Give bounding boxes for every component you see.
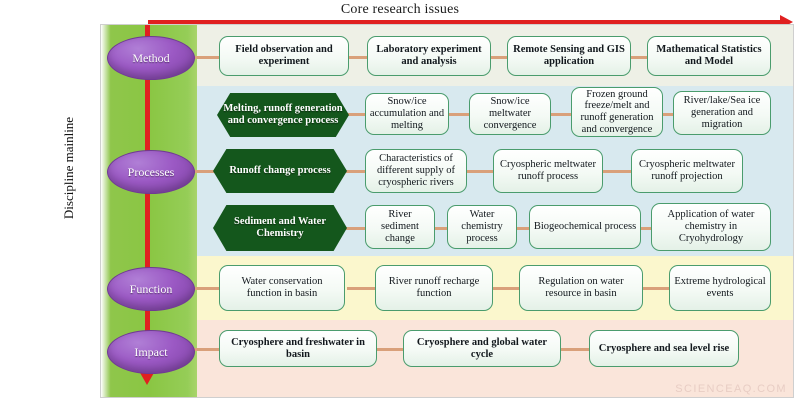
connector — [629, 56, 649, 59]
box-label: Regulation on water resource in basin — [538, 276, 624, 299]
connector — [639, 227, 653, 230]
box-impact-1[interactable]: Cryosphere and freshwater in basin — [219, 330, 377, 367]
hexagon-label: Melting, runoff generation and convergen… — [223, 102, 343, 126]
box-processes-1-4[interactable]: River/lake/Sea ice generation and migrat… — [673, 91, 771, 135]
box-processes-3-4[interactable]: Application of water chemistry in Cryohy… — [651, 203, 771, 251]
box-label: Cryosphere and freshwater in basin — [231, 336, 365, 360]
mainline-arrow-head — [139, 371, 155, 385]
box-label: River/lake/Sea ice generation and migrat… — [683, 95, 761, 130]
box-label: Snow/ice meltwater convergence — [483, 96, 537, 131]
box-method-3[interactable]: Remote Sensing and GIS application — [507, 36, 631, 76]
connector — [345, 227, 367, 230]
connector — [447, 113, 471, 116]
box-processes-2-2[interactable]: Cryospheric meltwater runoff process — [493, 149, 603, 193]
box-method-4[interactable]: Mathematical Statistics and Model — [647, 36, 771, 76]
connector — [641, 287, 671, 290]
box-label: River runoff recharge function — [388, 276, 480, 299]
connector — [661, 113, 675, 116]
hexagon-label: Sediment and Water Chemistry — [234, 215, 326, 239]
stage-processes[interactable]: Processes — [107, 150, 195, 194]
box-label: Cryospheric meltwater runoff process — [500, 159, 596, 182]
box-label: Field observation and experiment — [235, 44, 333, 67]
box-function-1[interactable]: Water conservation function in basin — [219, 265, 345, 311]
discipline-mainline-label: Discipline mainline — [61, 116, 76, 220]
box-label: Cryosphere and sea level rise — [598, 342, 730, 354]
mainline-arrow-line — [145, 25, 150, 373]
box-processes-3-2[interactable]: Water chemistry process — [447, 205, 517, 249]
connector — [193, 348, 221, 351]
core-research-arrow-line — [148, 20, 782, 24]
stage-function[interactable]: Function — [107, 267, 195, 311]
connector — [345, 170, 367, 173]
box-label: Mathematical Statistics and Model — [656, 44, 762, 67]
box-function-4[interactable]: Extreme hydrological events — [669, 265, 771, 311]
box-method-2[interactable]: Laboratory experiment and analysis — [367, 36, 491, 76]
box-label: Characteristics of different supply of c… — [377, 153, 455, 188]
connector — [601, 170, 633, 173]
hexagon-label: Runoff change process — [229, 164, 331, 176]
connector — [193, 56, 225, 59]
connector — [347, 287, 377, 290]
box-processes-1-2[interactable]: Snow/ice meltwater convergence — [469, 93, 551, 135]
stage-impact[interactable]: Impact — [107, 330, 195, 374]
box-label: Water chemistry process — [461, 209, 503, 244]
box-method-1[interactable]: Field observation and experiment — [219, 36, 349, 76]
box-label: Remote Sensing and GIS application — [513, 44, 625, 67]
box-label: Cryospheric meltwater runoff projection — [639, 159, 735, 182]
connector — [491, 287, 521, 290]
connector — [561, 348, 591, 351]
box-function-2[interactable]: River runoff recharge function — [375, 265, 493, 311]
box-label: Snow/ice accumulation and melting — [369, 96, 445, 131]
box-label: Laboratory experiment and analysis — [376, 44, 482, 67]
box-processes-3-1[interactable]: River sediment change — [365, 205, 435, 249]
connector — [377, 348, 405, 351]
diagram-title: Core research issues — [340, 2, 460, 17]
box-label: Extreme hydrological events — [674, 276, 766, 299]
box-label: Water conservation function in basin — [241, 276, 323, 299]
connector — [515, 227, 531, 230]
box-function-3[interactable]: Regulation on water resource in basin — [519, 265, 643, 311]
diagram-frame: Method Processes Function Impact Field o… — [100, 24, 794, 398]
connector — [489, 56, 509, 59]
connector — [347, 113, 369, 116]
stage-label: Impact — [134, 344, 168, 359]
stage-label: Processes — [127, 164, 175, 179]
connector — [465, 170, 495, 173]
box-label: Cryosphere and global water cycle — [416, 336, 548, 360]
box-processes-1-3[interactable]: Frozen ground freeze/melt and runoff gen… — [571, 87, 663, 137]
connector — [193, 170, 219, 173]
hexagon-melting-runoff[interactable]: Melting, runoff generation and convergen… — [217, 93, 349, 137]
hexagon-sediment-water-chemistry[interactable]: Sediment and Water Chemistry — [213, 205, 347, 251]
connector — [347, 56, 369, 59]
connector — [549, 113, 573, 116]
stage-method[interactable]: Method — [107, 36, 195, 80]
box-impact-2[interactable]: Cryosphere and global water cycle — [403, 330, 561, 367]
box-label: River sediment change — [381, 209, 419, 244]
box-processes-2-3[interactable]: Cryospheric meltwater runoff projection — [631, 149, 743, 193]
box-processes-1-1[interactable]: Snow/ice accumulation and melting — [365, 93, 449, 135]
watermark: SCIENCEAQ.COM — [675, 383, 787, 395]
stage-label: Method — [132, 50, 170, 65]
hexagon-runoff-change[interactable]: Runoff change process — [213, 149, 347, 193]
connector — [193, 287, 225, 290]
box-impact-3[interactable]: Cryosphere and sea level rise — [589, 330, 739, 367]
box-label: Frozen ground freeze/melt and runoff gen… — [580, 88, 654, 135]
connector — [433, 227, 449, 230]
box-processes-2-1[interactable]: Characteristics of different supply of c… — [365, 149, 467, 193]
stage-label: Function — [129, 281, 173, 296]
box-label: Biogeochemical process — [533, 221, 637, 233]
box-processes-3-3[interactable]: Biogeochemical process — [529, 205, 641, 249]
box-label: Application of water chemistry in Cryohy… — [667, 209, 755, 244]
